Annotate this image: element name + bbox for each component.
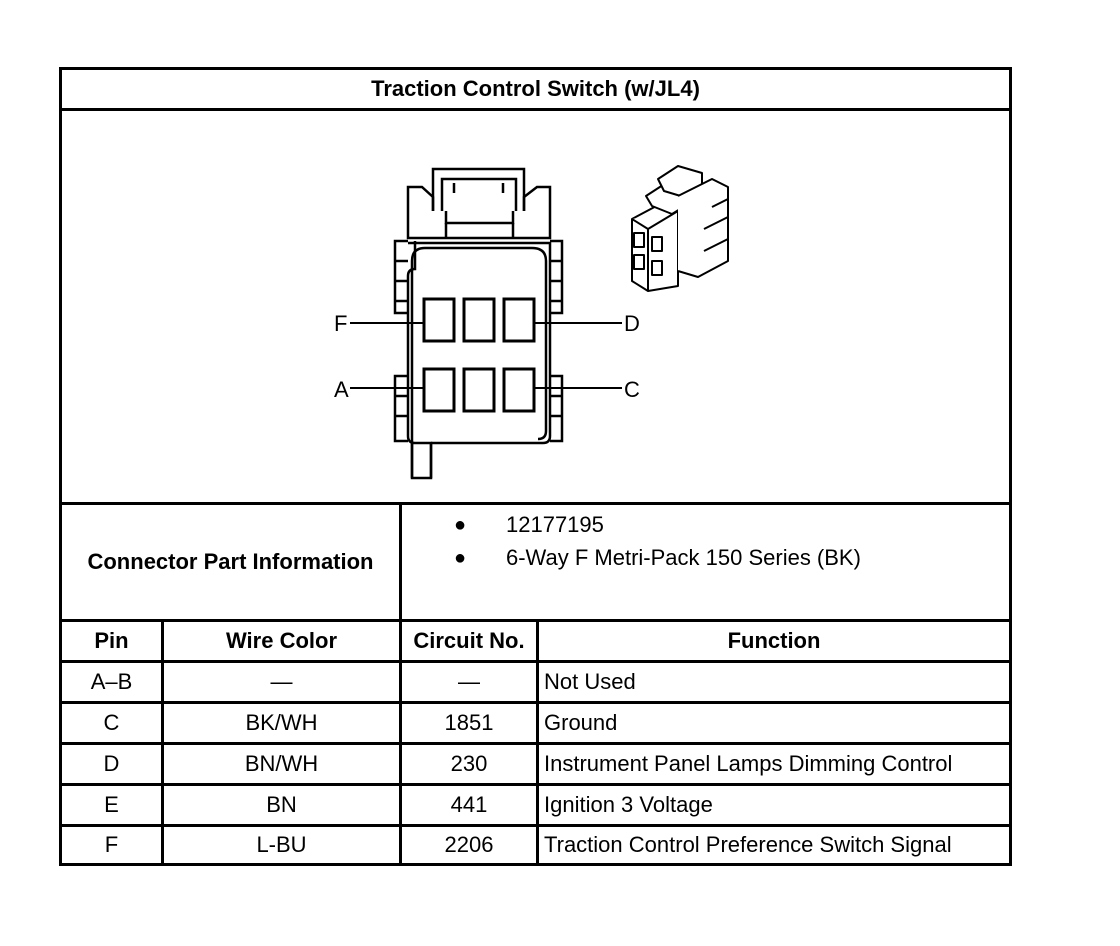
connector-series: 6-Way F Metri-Pack 150 Series (BK) — [506, 545, 861, 570]
pin-label-a: A — [334, 377, 349, 402]
divider — [62, 502, 1009, 505]
cell-circuit: 441 — [450, 792, 488, 817]
pin-label-d: D — [624, 311, 640, 336]
cell-circuit: 230 — [450, 751, 488, 776]
header-pin: Pin — [94, 628, 129, 653]
cell-pin: C — [103, 710, 120, 735]
divider — [399, 502, 402, 619]
cavity-e — [462, 297, 496, 343]
divider — [536, 619, 539, 863]
cell-wire-color: BN — [266, 792, 297, 817]
cell-wire-color: BN/WH — [244, 751, 319, 776]
cell-circuit: — — [458, 669, 480, 694]
connector-diagram: F D A C — [62, 111, 1009, 502]
divider — [62, 824, 1009, 827]
header-circuit: Circuit No. — [413, 628, 525, 653]
pin-label-c: C — [624, 377, 640, 402]
cell-circuit: 2206 — [444, 832, 494, 857]
divider — [62, 619, 1009, 622]
cavity-b — [462, 367, 496, 413]
cell-function: Not Used — [544, 669, 636, 694]
divider — [62, 701, 1009, 704]
part-number: 12177195 — [506, 512, 604, 537]
connector-part-info-label: Connector Part Information — [87, 549, 374, 574]
cell-pin: F — [104, 832, 119, 857]
cell-pin: E — [104, 792, 119, 817]
cavity-d — [502, 297, 536, 343]
bullet-icon: ● — [454, 546, 467, 569]
header-wire-color: Wire Color — [225, 628, 338, 653]
divider — [161, 619, 164, 863]
connector-part-info-list: ● 12177195 ● 6-Way F Metri-Pack 150 Seri… — [402, 505, 1009, 619]
divider — [62, 742, 1009, 745]
cavity-f — [422, 297, 456, 343]
cell-wire-color: BK/WH — [245, 710, 318, 735]
cell-wire-color: — — [270, 669, 293, 694]
bullet-icon: ● — [454, 513, 467, 536]
cell-function: Ignition 3 Voltage — [544, 792, 713, 817]
cell-function: Traction Control Preference Switch Signa… — [544, 832, 952, 857]
cell-circuit: 1851 — [444, 710, 494, 735]
divider — [399, 619, 402, 863]
cell-function: Instrument Panel Lamps Dimming Control — [544, 751, 953, 776]
cell-pin: D — [103, 751, 120, 776]
cavity-a — [422, 367, 456, 413]
page-title: Traction Control Switch (w/JL4) — [371, 76, 700, 101]
divider — [62, 108, 1009, 111]
pin-label-f: F — [334, 311, 347, 336]
cavity-c — [502, 367, 536, 413]
cell-function: Ground — [544, 710, 618, 735]
connector-latch — [431, 167, 526, 211]
header-function: Function — [727, 628, 821, 653]
connector-sheet: Traction Control Switch (w/JL4) — [59, 67, 1012, 866]
connector-face-drawing: F D A C — [334, 165, 729, 480]
connector-isometric-icon — [631, 165, 729, 292]
divider — [62, 660, 1009, 663]
cell-wire-color: L-BU — [256, 832, 307, 857]
cell-pin: A–B — [90, 669, 133, 694]
divider — [62, 783, 1009, 786]
